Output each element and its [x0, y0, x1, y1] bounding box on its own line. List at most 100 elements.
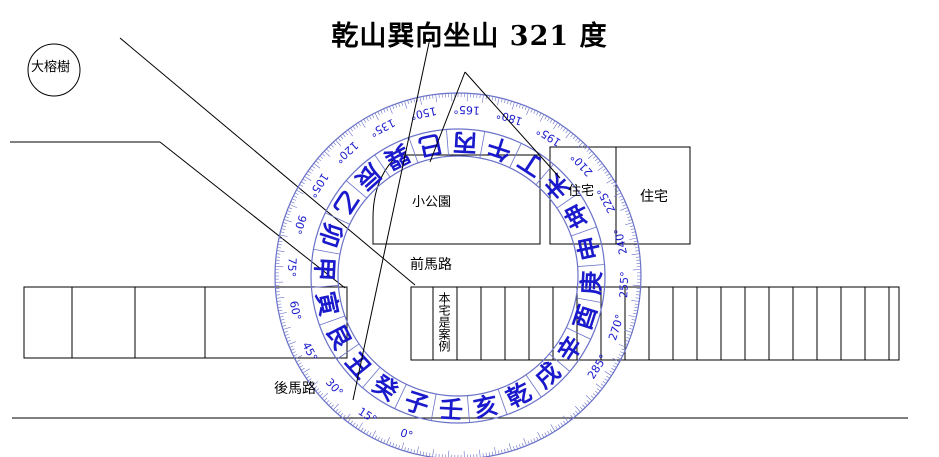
compass-tick	[620, 198, 624, 201]
compass-tick	[511, 101, 515, 110]
compass-tick	[355, 424, 359, 428]
compass-tick	[518, 103, 521, 108]
compass-tick	[280, 231, 285, 233]
compass-tick	[432, 94, 434, 99]
back-road-label: 後馬路	[274, 381, 316, 397]
compass-degree-label: 285°	[585, 352, 610, 381]
compass-tick	[632, 234, 637, 237]
compass-tick	[369, 432, 372, 437]
compass-tick	[294, 355, 303, 360]
compass-sector-divider	[319, 315, 346, 326]
compass-tick	[422, 96, 425, 101]
compass-tick	[290, 201, 295, 204]
compass-tick	[285, 336, 290, 339]
compass-tick	[398, 102, 401, 107]
compass-tick	[315, 388, 320, 392]
compass-tick	[282, 222, 287, 224]
compass-tick	[288, 341, 296, 345]
compass-sector-divider	[548, 353, 571, 372]
compass-mountain-label: 丑	[340, 347, 378, 384]
compass-tick	[588, 150, 593, 155]
compass-tick	[508, 443, 512, 452]
compass-tick	[383, 439, 386, 444]
compass-tick	[549, 429, 553, 434]
compass-tick	[300, 367, 305, 371]
compass-tick	[630, 228, 635, 230]
compass-tick	[494, 96, 497, 101]
compass-sector-divider	[467, 395, 470, 423]
compass-tick	[620, 351, 624, 354]
compass-tick	[622, 204, 627, 207]
compass-tick	[624, 329, 633, 333]
compass-tick	[416, 446, 419, 455]
compass-tick	[584, 146, 588, 150]
compass-tick	[550, 424, 556, 432]
compass-tick	[547, 117, 550, 122]
compass-tick	[278, 237, 283, 240]
compass-tick	[277, 247, 282, 249]
compass-tick	[337, 410, 341, 415]
compass-tick	[541, 433, 545, 438]
compass-sector-divider	[430, 393, 437, 421]
compass-tick	[557, 124, 561, 128]
compass-tick	[501, 98, 503, 103]
compass-tick	[311, 165, 316, 169]
compass-tick	[285, 213, 290, 216]
compass-tick	[575, 410, 579, 415]
compass-tick	[419, 96, 422, 105]
compass-tick	[515, 445, 518, 450]
small-park-shape	[372, 154, 541, 245]
compass-tick	[515, 102, 518, 107]
compass-tick	[567, 416, 571, 421]
compass-tick	[383, 108, 386, 113]
compass-tick	[352, 125, 356, 130]
compass-tick	[340, 135, 344, 140]
compass-tick	[596, 160, 601, 164]
compass-tick	[429, 452, 431, 457]
compass-tick	[410, 448, 412, 453]
compass-tick	[340, 412, 344, 417]
compass-tick	[410, 99, 412, 104]
small-park-label: 小公園	[412, 195, 452, 210]
left-building-row	[23, 286, 348, 359]
compass-degree-label: 90°	[290, 213, 308, 236]
compass-sector-divider	[394, 384, 407, 409]
compass-tick	[630, 322, 635, 324]
compass-mountain-label: 艮	[321, 319, 358, 354]
compass-tick	[363, 118, 367, 123]
compass-tick	[395, 444, 398, 449]
compass-tick	[482, 94, 484, 103]
compass-sector-divider	[446, 129, 449, 157]
upper-road-diagonal	[159, 141, 346, 289]
compass-tick	[276, 297, 285, 299]
compass-mountain-label: 亥	[471, 390, 501, 423]
compass-mountain-label: 壬	[438, 394, 463, 424]
compass-tick	[631, 319, 636, 321]
compass-tick	[607, 176, 612, 179]
compass-tick	[313, 385, 318, 389]
compass-tick	[629, 237, 638, 240]
compass-sector-divider	[479, 131, 486, 159]
compass-sector-divider	[336, 343, 360, 360]
compass-tick	[621, 201, 626, 204]
compass-sector-divider	[577, 264, 605, 267]
compass-tick	[612, 184, 617, 187]
compass-tick	[560, 125, 564, 130]
compass-tick	[352, 422, 356, 427]
compass-tick	[360, 120, 366, 128]
compass-tick	[326, 148, 330, 152]
compass-tick	[582, 144, 586, 148]
compass-tick	[485, 452, 487, 457]
compass-tick	[288, 207, 293, 210]
compass-tick	[404, 100, 408, 109]
compass-tick	[366, 117, 369, 122]
compass-tick	[317, 158, 322, 162]
compass-sector-divider	[325, 212, 350, 225]
compass-middle-ring	[310, 128, 606, 424]
compass-tick	[602, 168, 607, 172]
compass-tick	[620, 207, 628, 211]
compass-tick	[432, 449, 434, 457]
compass-tick	[360, 427, 364, 432]
